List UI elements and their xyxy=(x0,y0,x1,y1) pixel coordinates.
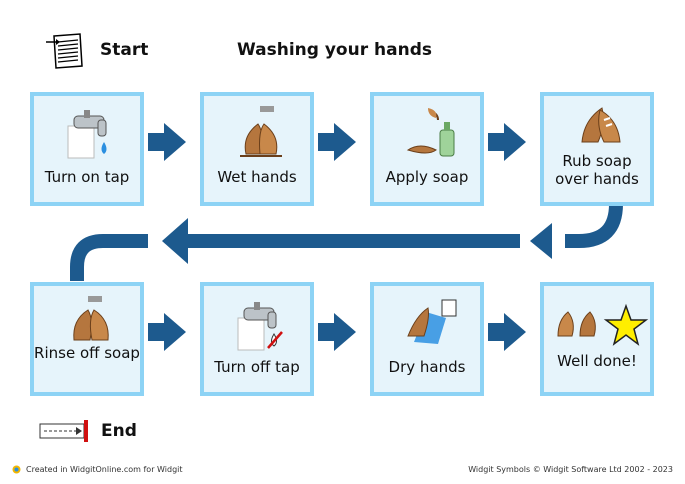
document-icon xyxy=(46,33,83,69)
tap-off-icon xyxy=(237,302,283,351)
arrow-right-2 xyxy=(318,123,356,161)
step-label: Rub soap over hands xyxy=(555,152,639,188)
footer-credit: Created in WidgitOnline.com for Widgit xyxy=(26,465,183,474)
return-curve-right xyxy=(565,203,623,248)
arrow-right-3 xyxy=(488,123,526,161)
arrow-right-6 xyxy=(488,313,526,351)
return-arrowhead-left xyxy=(162,218,188,264)
step-label: Well done! xyxy=(557,352,637,370)
step-card-wet-hands: Wet hands xyxy=(200,92,314,206)
start-label: Start xyxy=(100,40,149,60)
return-curve-left xyxy=(70,234,148,281)
return-arrowhead-right xyxy=(530,223,552,259)
step-card-dry-hands: Dry hands xyxy=(370,282,484,396)
step-label: Rinse off soap xyxy=(34,344,140,362)
star-icon xyxy=(557,303,649,346)
end-label: End xyxy=(101,421,137,441)
step-label: Apply soap xyxy=(385,168,469,186)
wet-hands-icon xyxy=(240,106,282,157)
footer-copyright: Widgit Symbols © Widgit Software Ltd 200… xyxy=(468,465,673,474)
step-card-apply-soap: Apply soap xyxy=(370,92,484,206)
arrow-right-4 xyxy=(148,313,186,351)
tap-icon xyxy=(67,110,107,159)
step-card-well-done: Well done! xyxy=(540,282,654,396)
step-label: Turn on tap xyxy=(44,168,130,186)
end-icon xyxy=(39,420,88,442)
dry-hands-icon xyxy=(407,299,457,344)
step-label: Dry hands xyxy=(388,358,466,376)
page-title: Washing your hands xyxy=(237,40,432,60)
step-label: Wet hands xyxy=(217,168,297,186)
step-card-turn-off-tap: Turn off tap xyxy=(200,282,314,396)
soap-icon xyxy=(406,108,455,157)
arrow-right-5 xyxy=(318,313,356,351)
step-label: Turn off tap xyxy=(214,358,300,376)
step-card-rub-soap: Rub soap over hands xyxy=(540,92,654,206)
rinse-hands-icon xyxy=(73,296,109,341)
arrow-right-1 xyxy=(148,123,186,161)
rub-hands-icon xyxy=(581,107,621,143)
widgit-logo-icon xyxy=(12,465,21,474)
step-card-turn-on-tap: Turn on tap xyxy=(30,92,144,206)
step-card-rinse-off-soap: Rinse off soap xyxy=(30,282,144,396)
